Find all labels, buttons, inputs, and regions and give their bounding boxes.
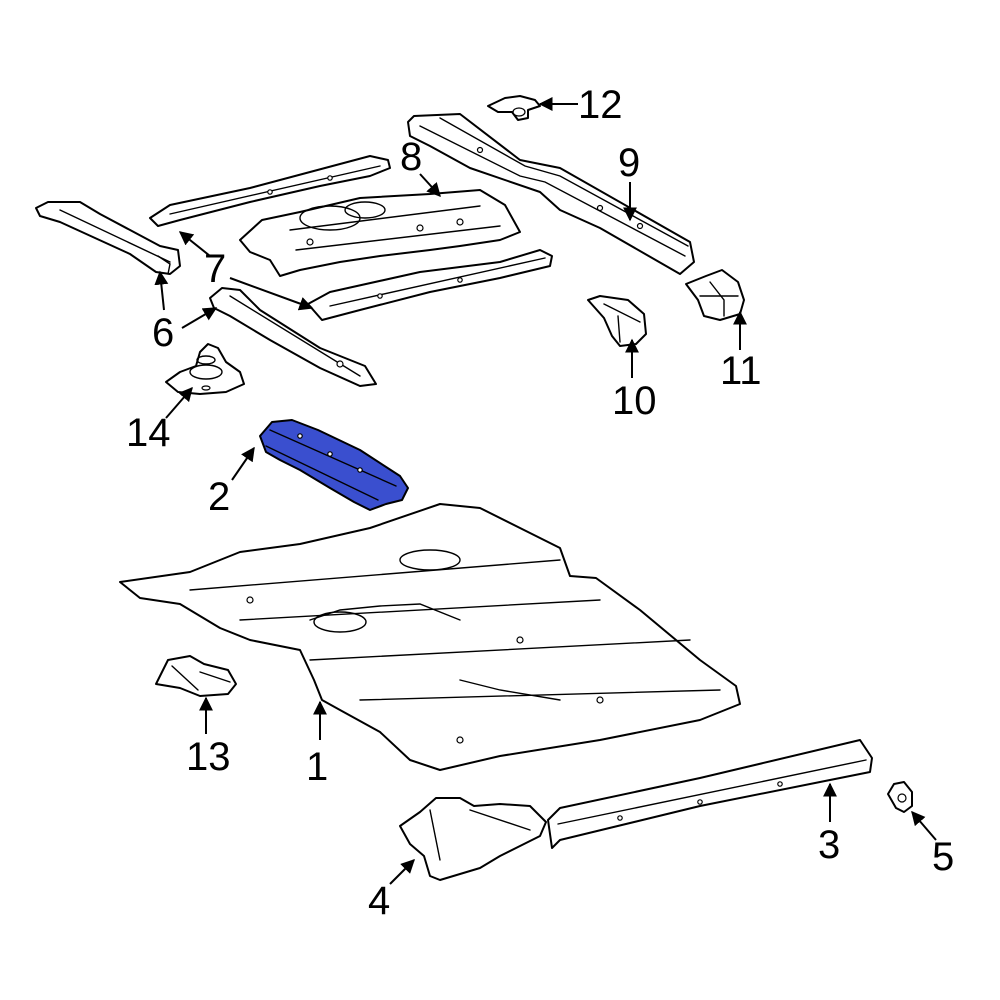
leader-6b <box>181 307 218 329</box>
part-9-rail[interactable] <box>407 113 695 275</box>
callout-12: 12 <box>578 83 623 127</box>
part-13-bracket[interactable] <box>155 655 237 697</box>
part-5-clip[interactable] <box>887 781 913 813</box>
part-6-upper-rail[interactable] <box>35 201 181 275</box>
part-7-lower-rail[interactable] <box>307 249 553 321</box>
callout-13: 13 <box>186 735 231 779</box>
callout-9: 9 <box>618 141 640 185</box>
callout-7: 7 <box>204 247 226 291</box>
part-12-bracket[interactable] <box>487 95 541 121</box>
callout-11: 11 <box>720 349 762 393</box>
callout-1: 1 <box>306 745 328 789</box>
leader-14 <box>165 386 193 419</box>
callout-3: 3 <box>818 823 840 867</box>
part-1-floor-pan[interactable] <box>119 503 741 771</box>
part-7-upper-rail[interactable] <box>149 155 391 227</box>
leader-8 <box>419 173 441 198</box>
part-11-bracket[interactable] <box>685 269 745 321</box>
part-3-sill-rail[interactable] <box>547 739 873 849</box>
part-2-fill <box>259 419 409 511</box>
leader-7a <box>178 231 211 257</box>
part-10-bracket[interactable] <box>587 295 647 347</box>
callout-4: 4 <box>368 879 390 923</box>
part-4-bracket[interactable] <box>399 797 547 881</box>
leader-5 <box>911 810 937 841</box>
leader-lines <box>154 97 937 885</box>
part-6-lower-rail[interactable] <box>209 287 377 387</box>
callout-10: 10 <box>612 379 657 423</box>
leader-6a <box>154 270 169 311</box>
callout-8: 8 <box>400 135 422 179</box>
part-8-crossmember[interactable] <box>239 189 521 277</box>
callout-6: 6 <box>152 311 174 355</box>
callout-14: 14 <box>126 411 171 455</box>
part-2-tunnel-reinforcement[interactable] <box>259 419 409 511</box>
leader-2 <box>231 446 255 481</box>
leader-7b <box>229 277 314 311</box>
callout-5: 5 <box>932 835 954 879</box>
part-14-boot[interactable] <box>165 343 245 395</box>
callout-2: 2 <box>208 475 230 519</box>
callout-labels: 12 9 8 7 6 14 10 11 2 13 1 3 5 4 <box>126 83 954 923</box>
leader-4 <box>389 859 415 885</box>
